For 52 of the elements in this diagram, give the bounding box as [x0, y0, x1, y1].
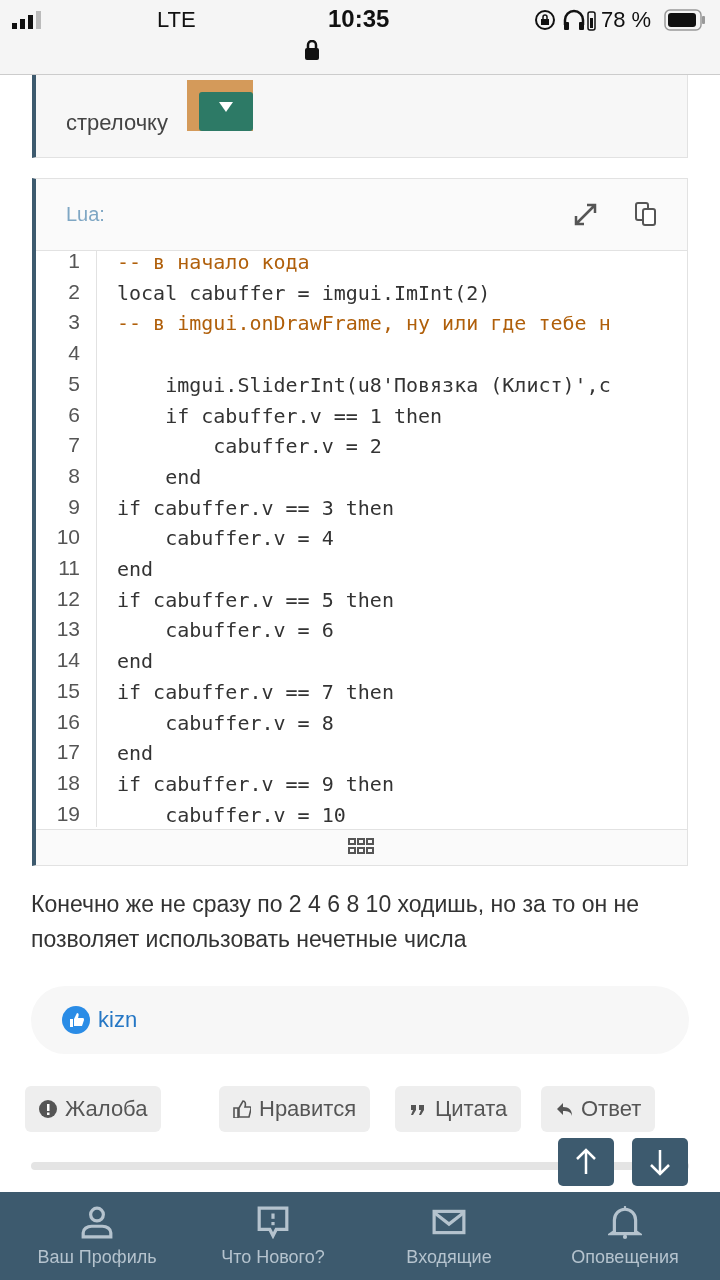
- quote-button: Цитата: [395, 1086, 522, 1132]
- code-line: imgui.SliderInt(u8'Повязка (Клист)',c: [165, 372, 611, 397]
- code-line: if cabuffer.v == 9 then: [117, 771, 394, 796]
- code-line: if cabuffer.v == 1 then: [165, 403, 443, 428]
- code-line: end: [117, 649, 154, 674]
- line-number: 16: [55, 709, 80, 734]
- line-number: 17: [55, 740, 80, 765]
- like-button: Нравится: [219, 1086, 371, 1132]
- line-number: 8: [67, 463, 80, 488]
- code-line: cabuffer.v = 4: [165, 526, 334, 551]
- network-type: LTE: [157, 7, 196, 33]
- battery-percentage: 78 %: [601, 7, 652, 33]
- reaction-user-link: kizn: [98, 1007, 138, 1033]
- code-line: cabuffer.v = 10: [165, 802, 346, 827]
- code-line: if cabuffer.v == 3 then: [117, 495, 394, 520]
- line-number: 11: [57, 556, 80, 580]
- line-number: 9: [67, 494, 80, 519]
- report-button: Жалоба: [25, 1086, 162, 1132]
- nav-item-label: Ваш Профиль: [37, 1247, 157, 1268]
- code-line: -- в начало кода: [117, 250, 310, 274]
- code-line: cabuffer.v = 8: [165, 710, 334, 735]
- reply-button: Ответ: [541, 1086, 656, 1132]
- clock-time: 10:35: [328, 5, 390, 33]
- nav-item-label: Входящие: [406, 1247, 492, 1268]
- line-number: 5: [67, 371, 80, 396]
- code-line: cabuffer.v = 2: [213, 434, 382, 459]
- code-line: local cabuffer = imgui.ImInt(2): [117, 280, 491, 305]
- nav-item-label: Оповещения: [571, 1247, 679, 1268]
- line-number: 13: [55, 617, 80, 642]
- code-line: if cabuffer.v == 5 then: [117, 587, 394, 612]
- line-number: 10: [55, 525, 80, 550]
- quote-text: стрелочку: [66, 110, 168, 136]
- code-line: cabuffer.v = 6: [165, 618, 334, 643]
- code-line: end: [165, 464, 202, 489]
- code-line: -- в imgui.onDrawFrame, ну или где тебе н: [117, 311, 611, 336]
- code-language-label: Lua:: [66, 203, 105, 226]
- line-number: 14: [55, 648, 80, 673]
- nav-item-label: Что Нового?: [221, 1247, 325, 1268]
- line-number: 4: [67, 341, 80, 366]
- code-line: if cabuffer.v == 7 then: [117, 679, 394, 704]
- line-number: 7: [67, 433, 80, 458]
- code-line: end: [117, 557, 154, 581]
- line-number: 12: [55, 586, 80, 611]
- line-number: 15: [55, 678, 80, 703]
- line-number: 6: [67, 402, 80, 427]
- post-text: Конечно же не сразу по 2 4 6 8 10 ходишь, но за то он не позволяет использовать нечетные числа: [31, 890, 641, 954]
- line-number: 3: [67, 310, 80, 335]
- line-number: 19: [55, 801, 80, 826]
- line-number: 1: [67, 249, 80, 273]
- line-number: 2: [67, 279, 80, 304]
- code-line: end: [117, 741, 154, 766]
- line-number: 18: [55, 770, 80, 795]
